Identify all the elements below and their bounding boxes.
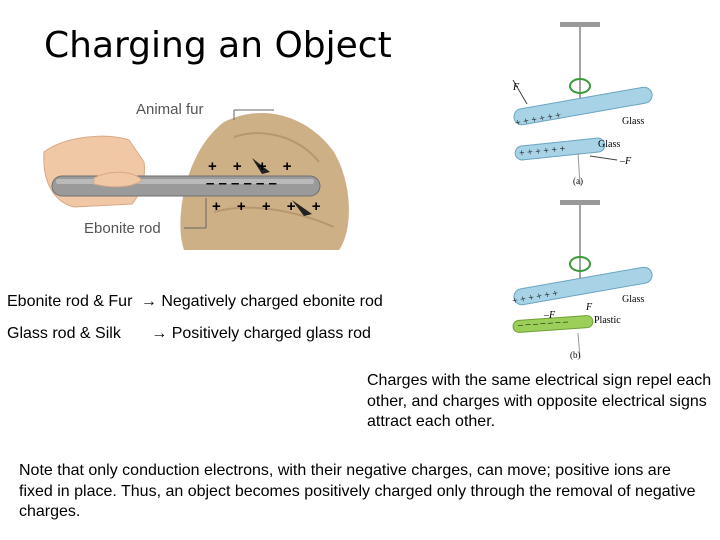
note-text: Note that only conduction electrons, wit…: [19, 462, 696, 520]
ebonite-fur-figure: [43, 109, 349, 250]
panel-b-label-glass: Glass: [622, 294, 645, 305]
glass-rod-bottom: [514, 137, 606, 161]
plastic-rod: [512, 315, 594, 333]
panel-a-label-glass-top: Glass: [622, 116, 645, 127]
row-ebonite-material: Ebonite rod & Fur: [7, 293, 133, 310]
fur-charges-top: + + + +: [208, 158, 298, 175]
glass-rod-top: [513, 86, 653, 126]
row-glass: Glass rod & Silk → Positively charged gl…: [7, 324, 371, 344]
row-ebonite-result: Negatively charged ebonite rod: [161, 293, 383, 310]
row-glass-material: Glass rod & Silk: [7, 325, 121, 342]
row-glass-result: Positively charged glass rod: [171, 325, 371, 342]
row-ebonite: Ebonite rod & Fur → Negatively charged e…: [7, 292, 383, 312]
label-ebonite-rod: Ebonite rod: [84, 220, 161, 237]
arrow-icon: →: [151, 325, 168, 342]
panel-a-label-glass-bottom: Glass: [598, 139, 621, 150]
panel-b-force-bottom: –F: [544, 310, 556, 321]
glass-plastic-figure: [512, 200, 653, 358]
rotation-indicator: [569, 78, 591, 94]
panel-b-force-top: F: [586, 302, 593, 313]
glass-glass-figure: [512, 22, 653, 186]
arrow-icon: →: [140, 293, 157, 310]
slide-title: Charging an Object: [44, 25, 392, 66]
panel-b-caption: (b): [570, 350, 581, 360]
panel-a-caption: (a): [573, 176, 583, 186]
panel-b-label-plastic: Plastic: [594, 315, 621, 326]
panel-a-force-bottom: –F: [620, 156, 632, 167]
label-animal-fur: Animal fur: [136, 101, 204, 118]
rod-charges: – – – – – –: [206, 175, 277, 192]
fur-charges-bottom: + + + + +: [212, 198, 327, 215]
glass-rod: [513, 266, 653, 306]
charge-rule-text: Charges with the same electrical sign re…: [367, 372, 712, 430]
panel-a-force-top: F: [513, 82, 520, 93]
